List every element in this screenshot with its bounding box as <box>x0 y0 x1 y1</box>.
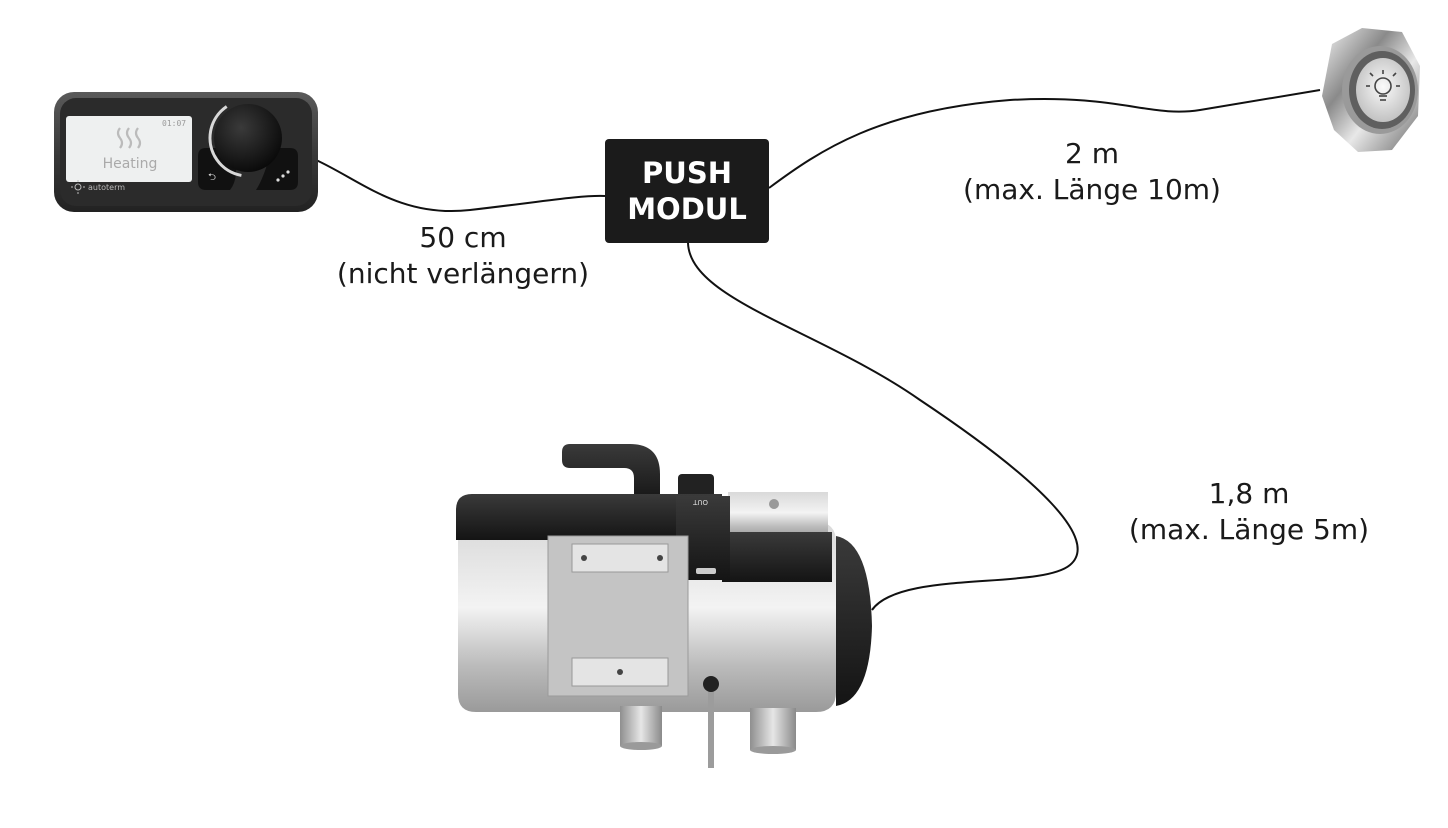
push-button-device <box>1322 28 1420 152</box>
cable-controller-length: 50 cm <box>419 221 507 254</box>
cable-heater <box>687 242 1079 611</box>
cable-heater-note: (max. Länge 5m) <box>1128 513 1370 546</box>
controller-screen <box>66 116 192 182</box>
cable-button <box>768 89 1321 189</box>
back-arrow-icon: ⮌ <box>208 172 216 183</box>
heat-waves-icon <box>116 127 142 149</box>
controller-brand-text: autoterm <box>88 183 125 192</box>
push-button-face <box>1356 58 1410 122</box>
push-module-label-line2: MODUL <box>627 192 747 226</box>
menu-dots-icon <box>276 170 290 182</box>
push-module: PUSH MODUL <box>605 139 769 243</box>
controller-knob <box>214 104 282 172</box>
cable-heater-length: 1,8 m <box>1208 477 1290 510</box>
cable-controller-note: (nicht verlängern) <box>336 257 590 290</box>
cable-button-note: (max. Länge 10m) <box>963 173 1221 206</box>
controller-menu-button <box>256 148 298 190</box>
light-bulb-icon <box>1366 70 1400 101</box>
cable-heater-label: 1,8 m (max. Länge 5m) <box>1108 476 1390 548</box>
cable-button-label: 2 m (max. Länge 10m) <box>940 136 1244 208</box>
controller-mode-text: Heating <box>103 156 158 172</box>
controller-time-text: 01:07 <box>162 119 186 128</box>
cable-controller-label: 50 cm (nicht verlängern) <box>320 220 606 292</box>
cable-button-length: 2 m <box>1065 137 1119 170</box>
heater-device: OUT <box>456 444 872 768</box>
autoterm-logo-icon <box>71 180 85 194</box>
cable-controller <box>315 159 606 213</box>
controller-device: Heating 01:07 autoterm ⮌ <box>54 92 318 212</box>
heater-port-label: OUT <box>692 498 708 506</box>
push-module-label-line1: PUSH <box>642 156 732 190</box>
